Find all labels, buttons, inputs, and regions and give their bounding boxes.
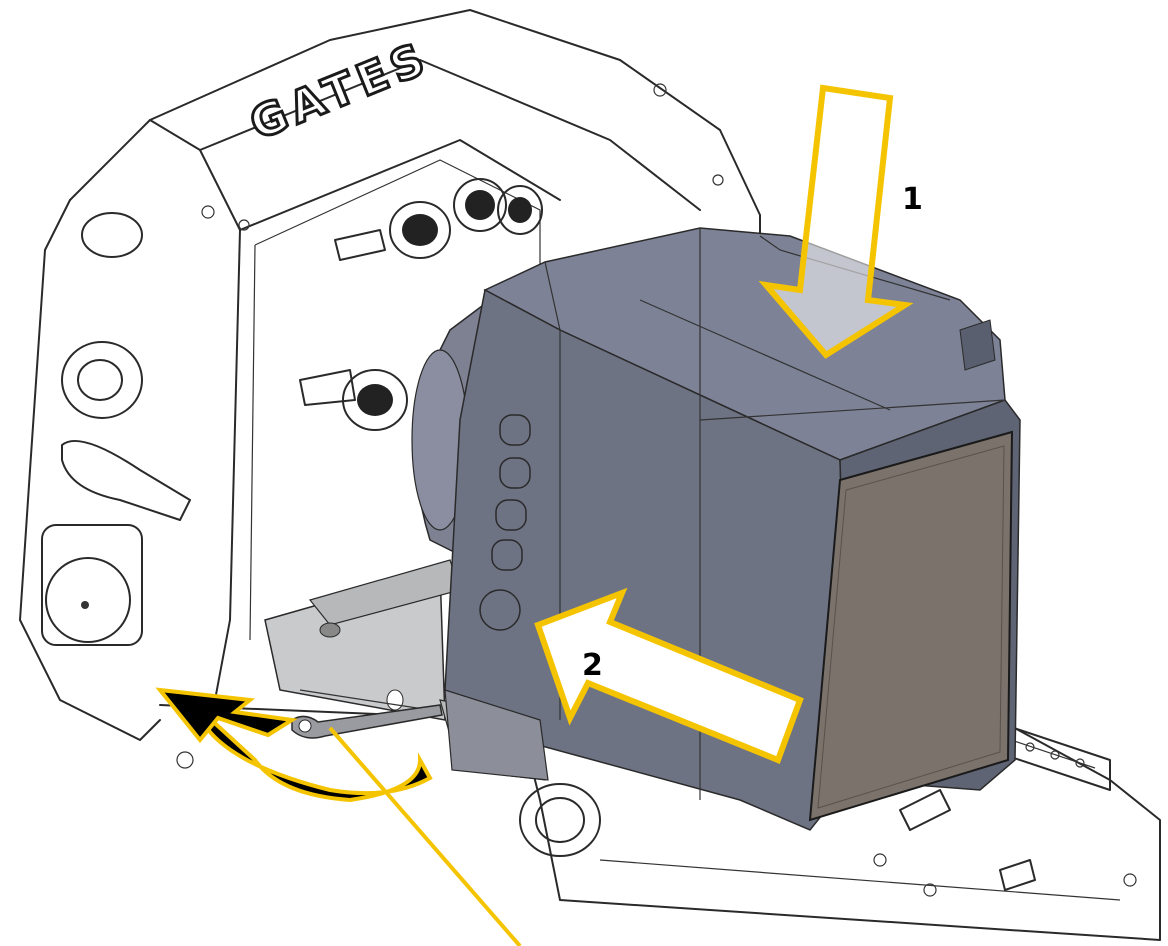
camera-housing-back: [19, 9, 761, 769]
brand-logo: GATES: [242, 31, 439, 152]
step-2-label: 2: [582, 648, 603, 683]
leader-line: [328, 726, 522, 946]
step-1-label: 1: [902, 182, 923, 217]
step-2-arrow: [534, 587, 804, 764]
monitor-module: [411, 227, 1021, 831]
step-1-arrow: [758, 84, 914, 359]
release-lever: [291, 704, 443, 739]
rotate-lever-arrow: [155, 687, 433, 803]
brand-text: GATES: [243, 32, 437, 150]
